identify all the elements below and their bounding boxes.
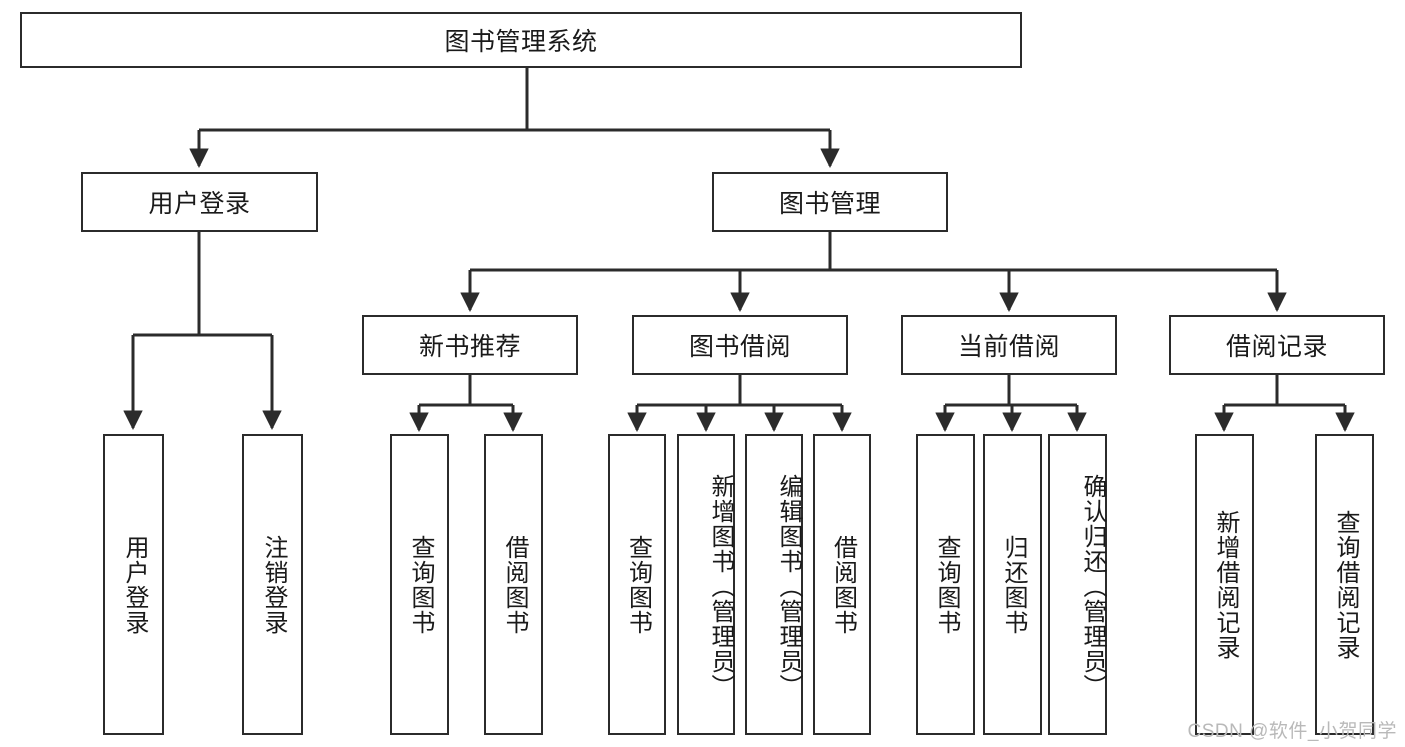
node-book-borrow[interactable]: 图书借阅 — [632, 315, 848, 375]
node-leaf-current-query-book[interactable]: 查询图书 — [916, 434, 975, 735]
node-borrow-record[interactable]: 借阅记录 — [1169, 315, 1385, 375]
node-leaf-add-borrow-record[interactable]: 新增借阅记录 — [1195, 434, 1254, 735]
edge-group-current-borrow — [935, 375, 1087, 432]
node-user-login[interactable]: 用户登录 — [81, 172, 318, 232]
node-leaf-rec-query-book[interactable]: 查询图书 — [390, 434, 449, 735]
edge-group-root — [189, 68, 840, 168]
node-leaf-add-book-admin[interactable]: 新增图书（管理员） — [677, 434, 735, 735]
node-root-system[interactable]: 图书管理系统 — [20, 12, 1022, 68]
node-leaf-borrow-query-book[interactable]: 查询图书 — [608, 434, 666, 735]
edge-group-book-manage — [460, 232, 1287, 312]
edge-group-user-login — [123, 232, 282, 430]
node-book-manage[interactable]: 图书管理 — [712, 172, 948, 232]
node-leaf-query-borrow-record[interactable]: 查询借阅记录 — [1315, 434, 1374, 735]
node-new-book-recommend[interactable]: 新书推荐 — [362, 315, 578, 375]
edge-group-borrow-record — [1214, 375, 1355, 432]
node-leaf-user-login[interactable]: 用户登录 — [103, 434, 164, 735]
node-leaf-confirm-return-admin[interactable]: 确认归还（管理员） — [1048, 434, 1107, 735]
node-leaf-rec-borrow-book[interactable]: 借阅图书 — [484, 434, 543, 735]
edge-group-book-borrow — [627, 375, 852, 432]
edge-group-new-book-rec — [409, 375, 523, 432]
node-current-borrow[interactable]: 当前借阅 — [901, 315, 1117, 375]
node-leaf-logout[interactable]: 注销登录 — [242, 434, 303, 735]
node-leaf-return-book[interactable]: 归还图书 — [983, 434, 1042, 735]
node-leaf-borrow-borrow-book[interactable]: 借阅图书 — [813, 434, 871, 735]
node-leaf-edit-book-admin[interactable]: 编辑图书（管理员） — [745, 434, 803, 735]
